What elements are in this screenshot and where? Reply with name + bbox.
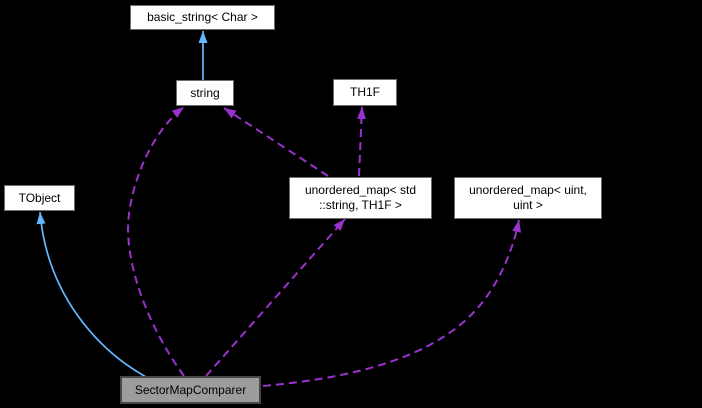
node-SectorMapComparer[interactable]: SectorMapComparer [120, 376, 261, 404]
node-TH1F[interactable]: TH1F [333, 79, 397, 106]
edge-SectorMapComparer-to-TObject [36, 211, 147, 378]
node-map_uint_uint[interactable]: unordered_map< uint, uint > [454, 177, 602, 219]
node-string[interactable]: string [176, 80, 234, 106]
node-basic_string[interactable]: basic_string< Char > [130, 5, 275, 30]
edge-SectorMapComparer-to-string [127, 106, 185, 377]
node-map_string_TH1F[interactable]: unordered_map< std ::string, TH1F > [289, 177, 432, 219]
edge-SectorMapComparer-to-map_string_TH1F [205, 218, 346, 377]
edge-map_string_TH1F-to-string [223, 107, 329, 177]
edge-SectorMapComparer-to-map_uint_uint [262, 219, 522, 387]
node-TObject[interactable]: TObject [4, 185, 75, 211]
edge-map_string_TH1F-to-TH1F [356, 106, 366, 177]
